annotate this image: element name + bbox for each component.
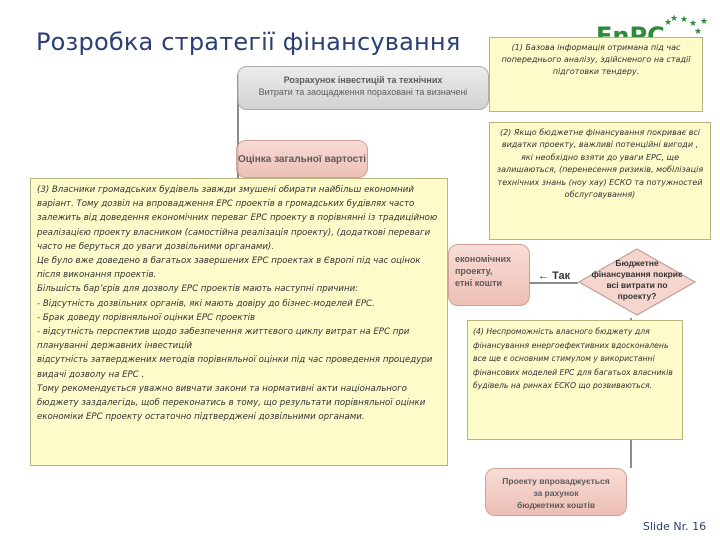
note-4-text: (4) Неспроможність власного бюджету для …: [473, 327, 673, 391]
note-3-para: Більшість бар’єрів для дозволу ЕРС проек…: [37, 284, 359, 295]
note-3: (3) Власники громадських будівель завжди…: [30, 178, 448, 466]
svg-text:★: ★: [680, 15, 688, 25]
box-label: бюджетних коштів: [516, 500, 596, 510]
box-label: економічних: [455, 254, 512, 264]
decision-diamond: Бюджетне фінансування покриє всі витрати…: [578, 248, 696, 316]
note-2: (2) Якщо бюджетне фінансування покриває …: [489, 122, 711, 240]
diamond-label: проекту?: [617, 291, 657, 301]
svg-text:★: ★: [689, 19, 697, 29]
svg-text:★: ★: [664, 18, 672, 28]
yes-label: ← Так: [538, 270, 571, 282]
note-3-para: - Брак доведу порівняльної оцінки ЕРС пр…: [37, 312, 256, 323]
box-label: за рахунок: [533, 488, 579, 498]
svg-text:★: ★: [700, 17, 708, 27]
yes-text: Так: [552, 270, 571, 282]
note-3-para: - Відсутність дозвільних органів, які ма…: [37, 298, 375, 309]
box-label: проекту,: [455, 266, 493, 276]
note-1: (1) Базова інформація отримана під час п…: [489, 37, 703, 112]
note-2-text: (2) Якщо бюджетне фінансування покриває …: [496, 128, 704, 200]
box-budget-funded: Проекту впроваджується за рахунок бюджет…: [485, 468, 627, 516]
note-3-para: Це було вже доведено в багатьох завершен…: [37, 256, 421, 281]
box-label: Розрахунок інвестицій та технічних: [283, 75, 443, 85]
note-3-para: (3) Власники громадських будівель завжди…: [37, 185, 438, 252]
box-label: Оцінка загальної вартості: [238, 154, 366, 165]
diamond-label: Бюджетне: [615, 258, 659, 268]
svg-text:★: ★: [670, 14, 678, 24]
box-economic: економічних проекту, етні кошти: [448, 244, 530, 306]
slide-number: Slide Nr. 16: [643, 520, 707, 533]
note-3-para: відсутність затверджених методів порівня…: [37, 355, 433, 380]
note-4: (4) Неспроможність власного бюджету для …: [467, 320, 683, 440]
box-investment-calc: Розрахунок інвестицій та технічних Витра…: [237, 66, 489, 110]
diamond-label: всі витрати по: [606, 280, 668, 290]
box-total-cost: Оцінка загальної вартості: [236, 140, 368, 178]
diamond-label: фінансування покриє: [591, 269, 683, 279]
svg-text:★: ★: [694, 27, 702, 37]
box-label: Витрати та заощадження пораховані та виз…: [258, 87, 468, 97]
flow-connector: [530, 282, 578, 284]
note-1-text: (1) Базова інформація отримана під час п…: [501, 43, 691, 76]
slide-title: Розробка стратегії фінансування: [36, 28, 461, 56]
note-3-para: Тому рекомендується уважно вивчати закон…: [37, 383, 426, 423]
box-label: Проекту впроваджується: [502, 476, 610, 486]
note-3-para: - відсутність перспектив щодо забезпечен…: [37, 327, 410, 352]
box-label: етні кошти: [455, 278, 503, 288]
